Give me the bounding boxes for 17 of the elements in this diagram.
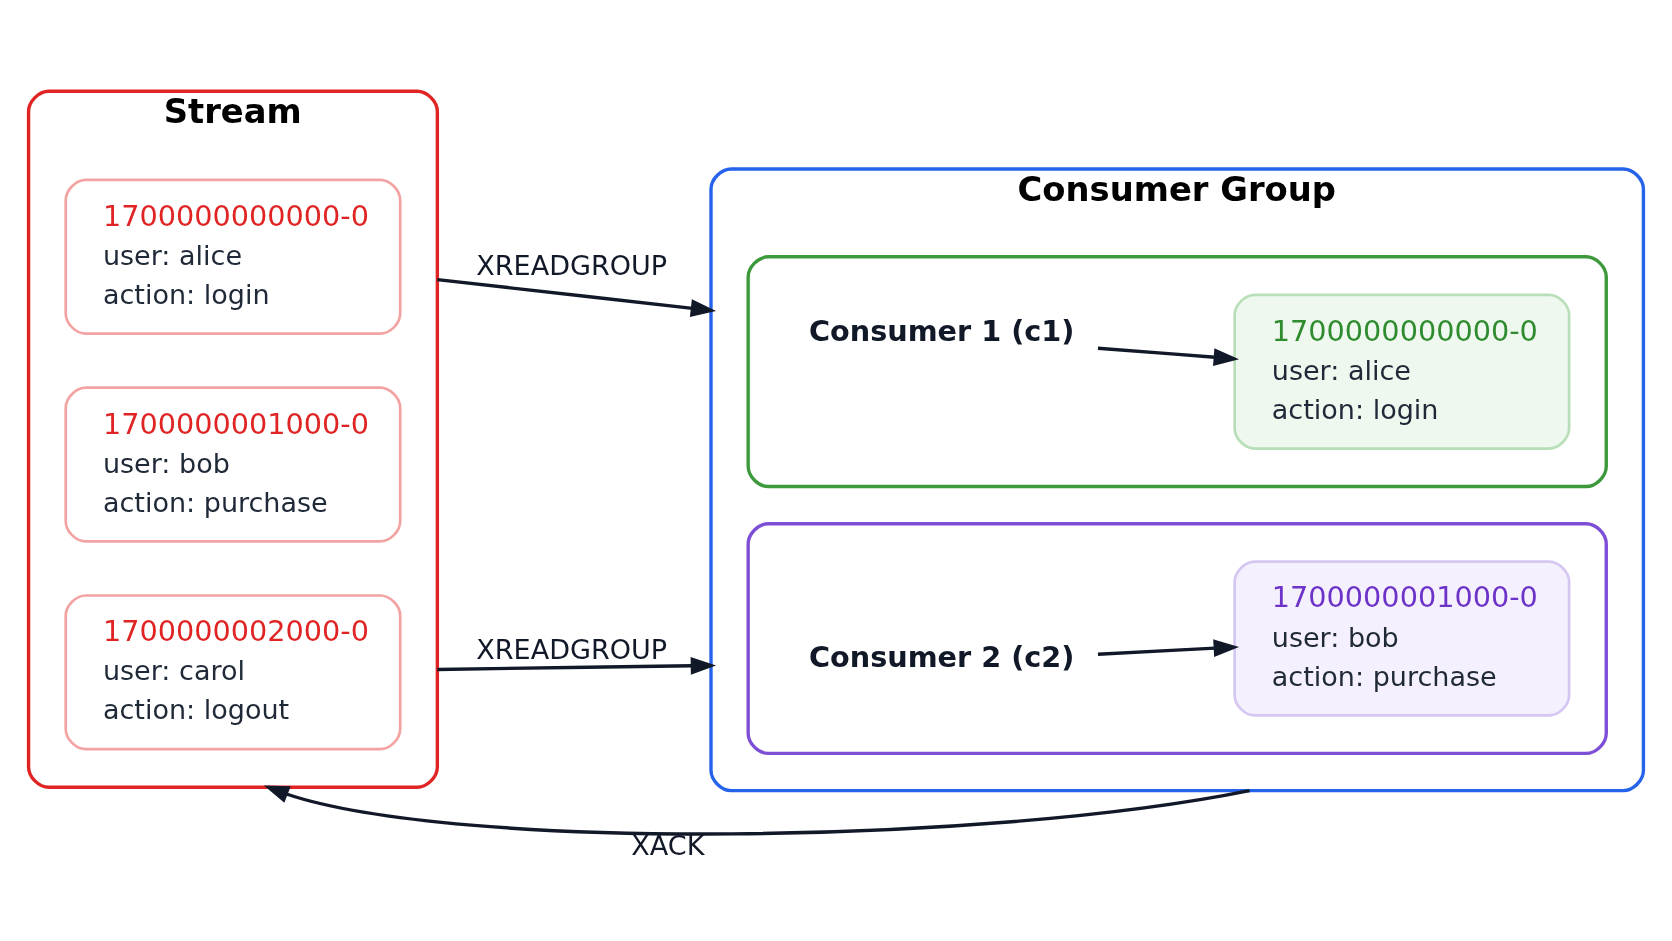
node-box: 1700000001000-0 user: bob action: purchase: [64, 385, 402, 543]
node-box: 1700000000000-0 user: alice action: login: [1233, 292, 1571, 450]
arrow: [1097, 346, 1239, 366]
edge-label: XACK: [631, 829, 705, 861]
edge-label: XREADGROUP: [476, 249, 668, 281]
arrow: [437, 277, 717, 317]
cluster: [746, 521, 1608, 755]
arrow: [1097, 638, 1240, 657]
node-text: Consumer 1 (c1): [808, 313, 1075, 348]
edge-label: XREADGROUP: [476, 633, 668, 664]
node-box: 1700000002000-0 user: carol action: logout: [64, 593, 402, 751]
node-box: 1700000000000-0 user: alice action: login: [64, 178, 402, 335]
arrow: [437, 656, 717, 675]
node-text: Consumer 2 (c2): [808, 639, 1075, 674]
node-box: 1700000001000-0 user: bob action: purchase: [1233, 559, 1571, 717]
cluster: [746, 254, 1608, 488]
arrow: [263, 784, 1250, 835]
